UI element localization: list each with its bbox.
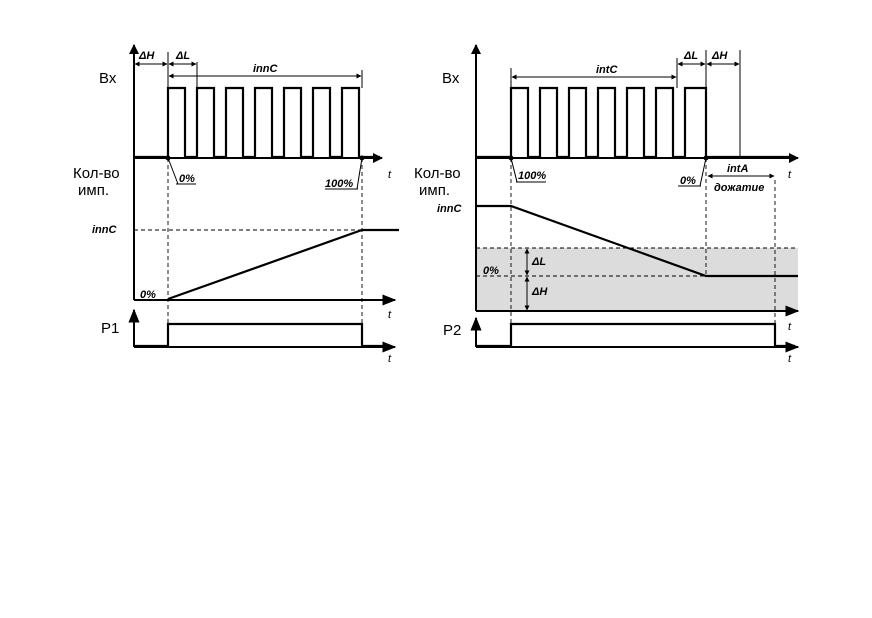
right-counter-t: t [788,321,792,333]
right-hysteresis-band [476,248,798,311]
right-output-panel: Р2 t [443,316,800,365]
left-output-t: t [388,353,392,365]
right-interval-label: intC [596,64,618,76]
right-input-t: t [788,169,792,181]
right-pct-mid: 0% [483,265,499,277]
left-output-panel: Р1 t [101,308,397,365]
left-pct-bottom: 0% [140,289,156,301]
left-count-label-1: Кол-во [73,165,120,182]
left-diagram: ΔH ΔL innC Вх t 0% 100% 0% innC Кол-во и [73,44,399,365]
right-count-ramp [476,204,798,278]
right-counter-panel: 100% 0% 0% intA дожатие ΔL ΔH innC Кол-в… [414,155,800,333]
left-input-label: Вх [99,70,117,87]
right-dot [703,155,709,161]
left-pulse-train [134,86,380,159]
right-input-label: Вх [442,70,460,87]
right-count-label-1: Кол-во [414,165,461,182]
left-counter-panel: 0% 100% 0% innC Кол-во имп. t [73,155,399,325]
left-leader [167,157,179,185]
right-delta-h-band-label: ΔH [531,286,548,298]
left-output-label: Р1 [101,320,119,337]
left-pct-start: 0% [179,173,195,185]
left-pct-end: 100% [325,178,353,190]
right-delta-l-label: ΔL [683,50,698,62]
left-delta-h-label: ΔH [138,50,155,62]
left-level-top: innC [92,224,117,236]
right-delta-l-band-label: ΔL [531,256,546,268]
right-output-t: t [788,353,792,365]
left-leader [356,157,363,190]
right-output-signal [476,322,795,348]
right-input-panel: intC ΔL ΔH Вх t [442,44,799,181]
right-count-label-2: имп. [419,182,450,199]
left-delta-l-label: ΔL [175,50,190,62]
left-input-panel: ΔH ΔL innC Вх t [99,44,392,181]
right-output-label: Р2 [443,322,461,339]
left-count-label-2: имп. [78,182,109,199]
left-dot [359,155,365,161]
left-dot [165,155,171,161]
right-leader [510,157,518,183]
right-delta-h-label: ΔH [711,50,728,62]
right-hold-label: дожатие [714,182,764,194]
right-leader [699,157,707,187]
right-level-top: innC [437,203,462,215]
right-pulse-train [476,86,795,159]
right-dot [508,155,514,161]
right-diagram: intC ΔL ΔH Вх t 100% 0 [414,44,800,365]
left-count-ramp [167,228,399,301]
left-input-t: t [388,169,392,181]
right-pct-start: 100% [518,170,546,182]
left-counter-t: t [388,309,392,321]
left-output-signal [134,322,390,348]
right-pct-end: 0% [680,175,696,187]
right-hold-interval: intA [727,163,748,175]
left-interval-label: innC [253,63,278,75]
